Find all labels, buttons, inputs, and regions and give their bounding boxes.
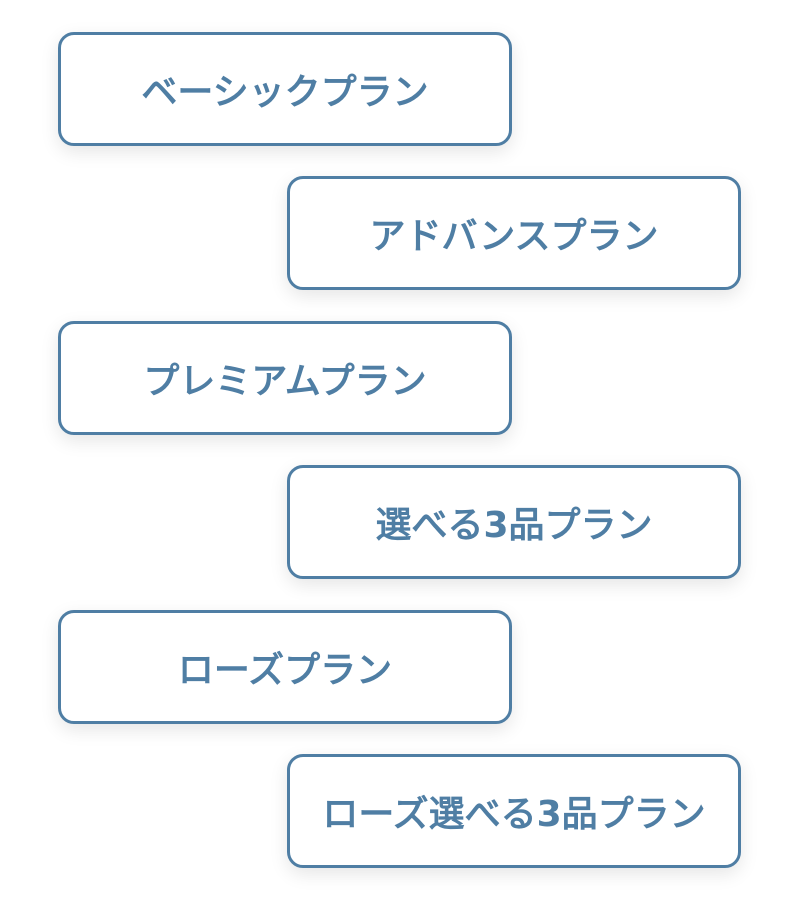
choose-three-items-plan-button[interactable]: 選べる3品プラン — [287, 465, 741, 579]
rose-plan-button[interactable]: ローズプラン — [58, 610, 512, 724]
advance-plan-button[interactable]: アドバンスプラン — [287, 176, 741, 290]
plan-label: ローズ選べる3品プラン — [322, 794, 706, 835]
plan-label: ローズプラン — [177, 650, 393, 691]
basic-plan-button[interactable]: ベーシックプラン — [58, 32, 512, 146]
plan-label: プレミアムプラン — [143, 361, 427, 402]
plan-label: アドバンスプラン — [369, 216, 659, 257]
rose-choose-three-items-plan-button[interactable]: ローズ選べる3品プラン — [287, 754, 741, 868]
plan-label: 選べる3品プラン — [375, 505, 653, 546]
plan-label: ベーシックプラン — [141, 72, 429, 113]
premium-plan-button[interactable]: プレミアムプラン — [58, 321, 512, 435]
